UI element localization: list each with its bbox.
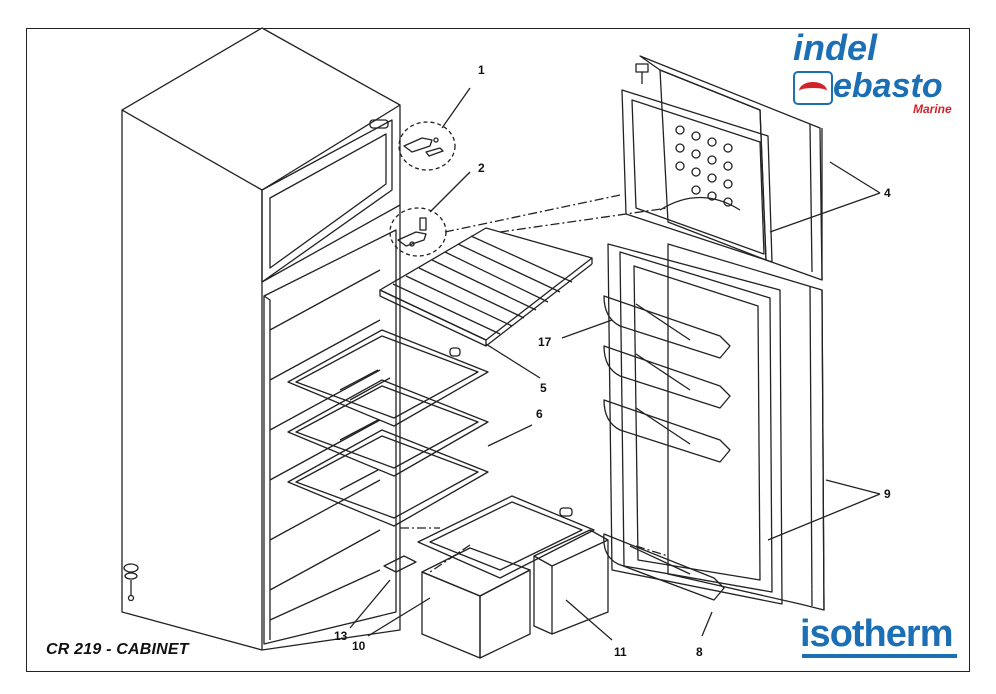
callout-5: 5	[540, 381, 547, 395]
callout-9: 9	[884, 487, 891, 501]
marine-wordmark: Marine	[913, 102, 952, 116]
indel-wordmark: indel	[793, 27, 878, 68]
drawing-frame	[26, 28, 970, 672]
callout-8: 8	[696, 645, 703, 659]
webasto-wordmark: ebasto	[833, 67, 943, 105]
isotherm-wordmark: isotherm	[800, 613, 953, 655]
callout-labels: 1 2 4 5 6 17 9 13 10 11 8	[334, 63, 891, 659]
fridge-door	[561, 243, 881, 637]
page-title: CR 219 - CABINET	[46, 641, 189, 658]
hinge-upper-part	[398, 87, 471, 171]
isotherm-underline	[802, 654, 957, 658]
freezer-door	[621, 55, 881, 281]
webasto-arc-icon	[799, 82, 827, 100]
callout-17: 17	[538, 335, 552, 349]
indel-webasto-logo: indel ebasto Marine	[793, 30, 963, 120]
callout-10: 10	[352, 639, 366, 653]
glass-shelves	[287, 329, 533, 527]
crisper-bins	[349, 495, 613, 659]
isotherm-logo: isotherm	[800, 614, 960, 658]
hinge-middle-part	[389, 171, 669, 257]
freezer-shelf	[379, 227, 593, 379]
cabinet-body	[121, 27, 401, 651]
callout-6: 6	[536, 407, 543, 421]
callout-1: 1	[478, 63, 485, 77]
callout-11: 11	[614, 645, 627, 659]
callout-13: 13	[334, 629, 348, 643]
callout-4: 4	[884, 186, 891, 200]
callout-2: 2	[478, 161, 485, 175]
